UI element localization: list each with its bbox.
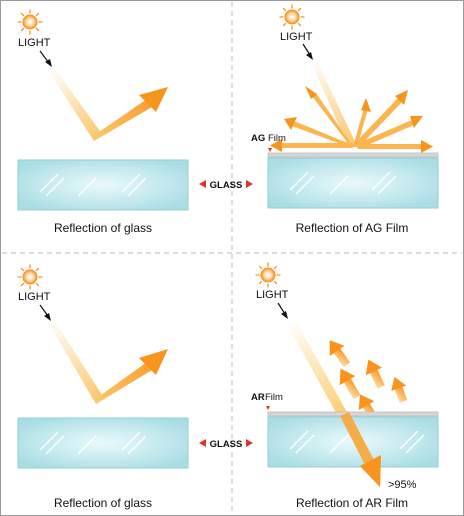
light-label: LIGHT: [18, 37, 51, 49]
panel-top-right: LIGHT AG Film: [251, 4, 439, 235]
red-triangle-icon: [199, 439, 206, 447]
caption-top-right: Reflection of AG Film: [296, 221, 409, 235]
light-label: LIGHT: [256, 289, 289, 301]
red-triangle-icon: [246, 180, 253, 188]
transmitted-beam-through-glass: [340, 412, 375, 467]
svg-text:Film: Film: [265, 392, 283, 403]
svg-text:AR: AR: [251, 392, 265, 403]
glass-pane: [17, 417, 189, 469]
film-label-ar: AR Film: [251, 392, 283, 410]
incident-light-beam: [311, 59, 357, 148]
pointer-arrow-icon: [277, 302, 288, 319]
pointer-arrow-icon: [39, 50, 52, 67]
sun-icon: [17, 264, 43, 290]
glass-pane: [267, 157, 439, 209]
reflected-light-arrow: [96, 349, 168, 404]
residual-reflection-arrows: [329, 340, 408, 423]
panel-top-left: LIGHT Reflection of glass: [17, 9, 189, 235]
transmitted-arrow-head: [360, 455, 381, 487]
incident-light-beam: [49, 320, 104, 404]
light-label: LIGHT: [18, 291, 51, 303]
red-triangle-icon: [199, 180, 206, 188]
sun-icon: [17, 9, 43, 35]
svg-text:Film: Film: [268, 133, 286, 144]
reflected-light-arrow: [94, 87, 168, 141]
sun-icon: [255, 262, 281, 288]
transmission-label: >95%: [388, 479, 417, 491]
red-triangle-icon: [268, 148, 272, 152]
caption-top-left: Reflection of glass: [54, 221, 152, 235]
svg-text:GLASS: GLASS: [210, 180, 243, 191]
incident-light-beam: [48, 66, 102, 141]
svg-text:AG: AG: [251, 133, 265, 144]
svg-text:GLASS: GLASS: [210, 439, 243, 450]
scattered-light-arrows: [270, 86, 433, 153]
red-triangle-icon: [246, 439, 253, 447]
glass-label-top: GLASS: [199, 180, 253, 191]
glass-label-bottom: GLASS: [199, 439, 253, 450]
ag-film-layer: [267, 152, 439, 158]
ar-film-layer: [267, 411, 439, 417]
film-label-ag: AG Film: [251, 133, 286, 152]
panel-bottom-left: LIGHT Reflection of glass: [17, 264, 189, 510]
panel-bottom-right: LIGHT: [251, 262, 439, 510]
caption-bottom-right: Reflection of AR Film: [296, 496, 408, 510]
red-triangle-icon: [266, 406, 270, 410]
light-label: LIGHT: [280, 31, 313, 43]
caption-bottom-left: Reflection of glass: [54, 496, 152, 510]
pointer-arrow-icon: [302, 43, 313, 60]
pointer-arrow-icon: [39, 304, 51, 321]
sun-icon: [279, 4, 305, 30]
glass-pane: [17, 159, 189, 211]
